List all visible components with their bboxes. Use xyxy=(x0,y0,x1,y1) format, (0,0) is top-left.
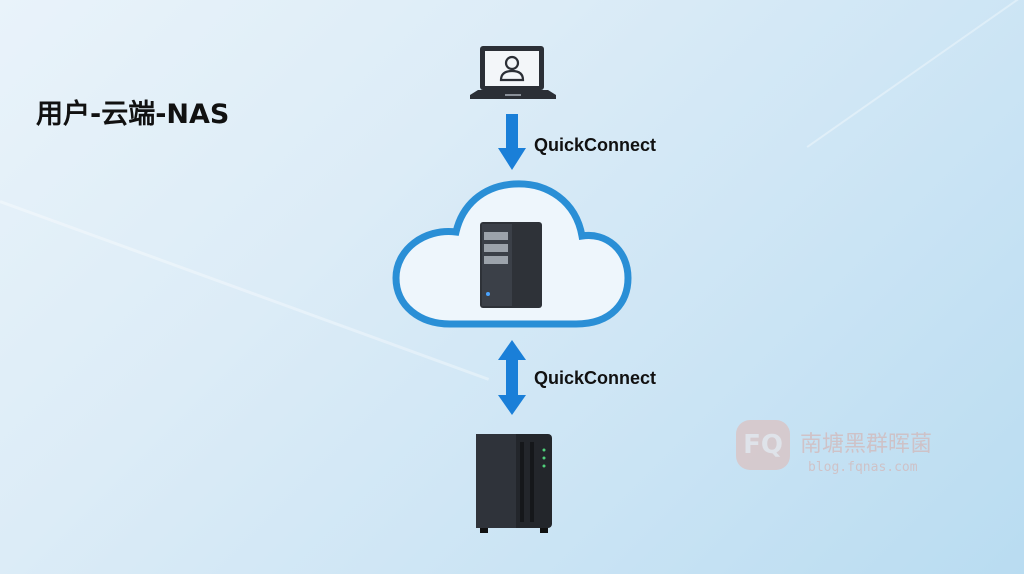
watermark-logo: FQ xyxy=(736,420,790,470)
background-streak xyxy=(806,0,1024,148)
connection-label-user-cloud: QuickConnect xyxy=(534,135,657,155)
nas-device-icon xyxy=(476,434,552,533)
arrow-bidirectional-icon xyxy=(498,340,526,415)
laptop-user-icon xyxy=(470,46,556,99)
cloud-server-icon xyxy=(392,180,632,328)
diagram-title: 用户-云端-NAS xyxy=(36,99,230,130)
connection-label-cloud-nas: QuickConnect xyxy=(534,368,657,388)
watermark-url: blog.fqnas.com xyxy=(808,460,918,475)
arrow-down-icon xyxy=(498,114,526,170)
watermark-name: 南塘黑群晖菌 xyxy=(800,432,933,457)
